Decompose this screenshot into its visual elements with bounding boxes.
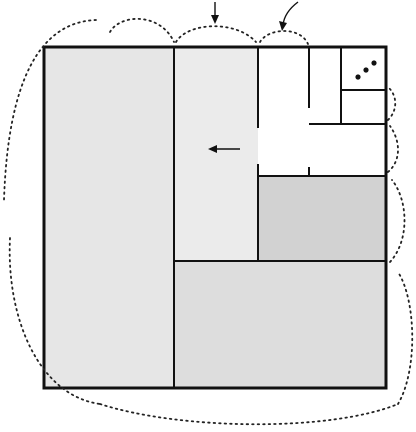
outer-square-frame [42, 45, 388, 390]
tall-left-strip [44, 47, 174, 388]
bottom-block [174, 261, 386, 388]
three-dots-marker [355, 60, 377, 80]
curved-pointer-arrow [279, 1, 299, 31]
partition-lines [173, 47, 386, 388]
left-arrow-icon [208, 145, 240, 153]
top-right-cluster [258, 47, 386, 176]
top-pointer-arrow [211, 2, 219, 24]
middle-strip [174, 47, 258, 261]
mid-right-block [258, 176, 386, 261]
dotted-outline [3, 18, 414, 426]
